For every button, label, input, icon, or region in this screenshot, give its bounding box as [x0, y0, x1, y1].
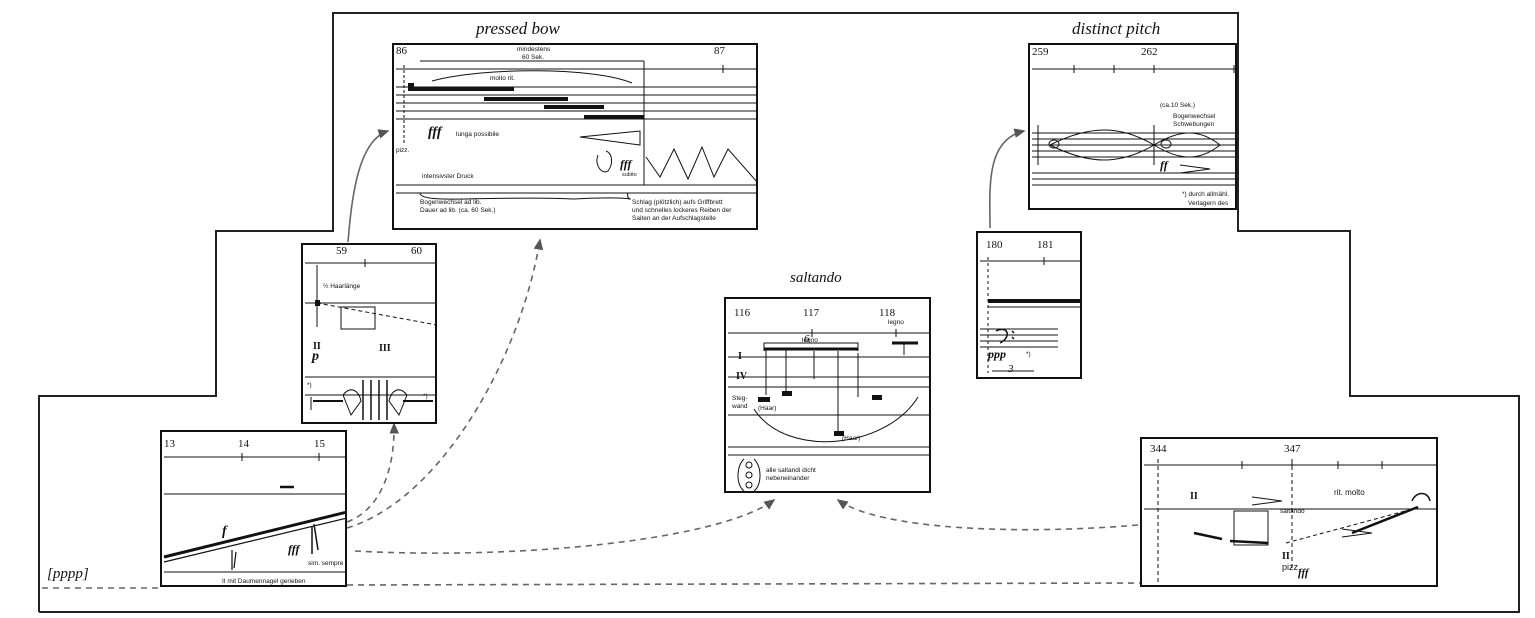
title-saltando: saltando	[790, 270, 842, 286]
score-panel-344-347: 344 347 II rit. molto saltando II pizz. …	[1140, 437, 1438, 587]
arrow-180-to-259	[989, 128, 1026, 229]
score-panel-59-60: 59 60 ½ Haarlänge II III p *) *)	[301, 243, 437, 424]
score-panel-86-87: 86 87 mindestens 60 Sek. molto rit. fff …	[392, 43, 758, 230]
start-dynamic: [pppp]	[47, 566, 89, 582]
arrow-13-bottom	[346, 582, 1141, 586]
arrow-13-to-59	[346, 422, 400, 523]
arrow-344-to-116	[836, 499, 1139, 531]
score-panel-13-15: 13 14 15 f fff sim. sempre II mit Daumen…	[160, 430, 347, 587]
title-pressed-bow: pressed bow	[476, 19, 560, 38]
title-distinct-pitch: distinct pitch	[1072, 19, 1161, 38]
score-panel-180-181: 180 181 ppp 3 *)	[976, 231, 1082, 379]
score-panel-116-118: 116 117 118 legno legno 6 I IV Steg- wan…	[724, 297, 931, 493]
arrow-13-to-86	[346, 238, 544, 529]
arrow-59-to-86	[347, 129, 390, 243]
arrow-13-to-116	[354, 499, 776, 554]
score-panel-259-262: 259 262 (ca.10 Sek.) Bogenwechsel Schweb…	[1028, 43, 1237, 210]
